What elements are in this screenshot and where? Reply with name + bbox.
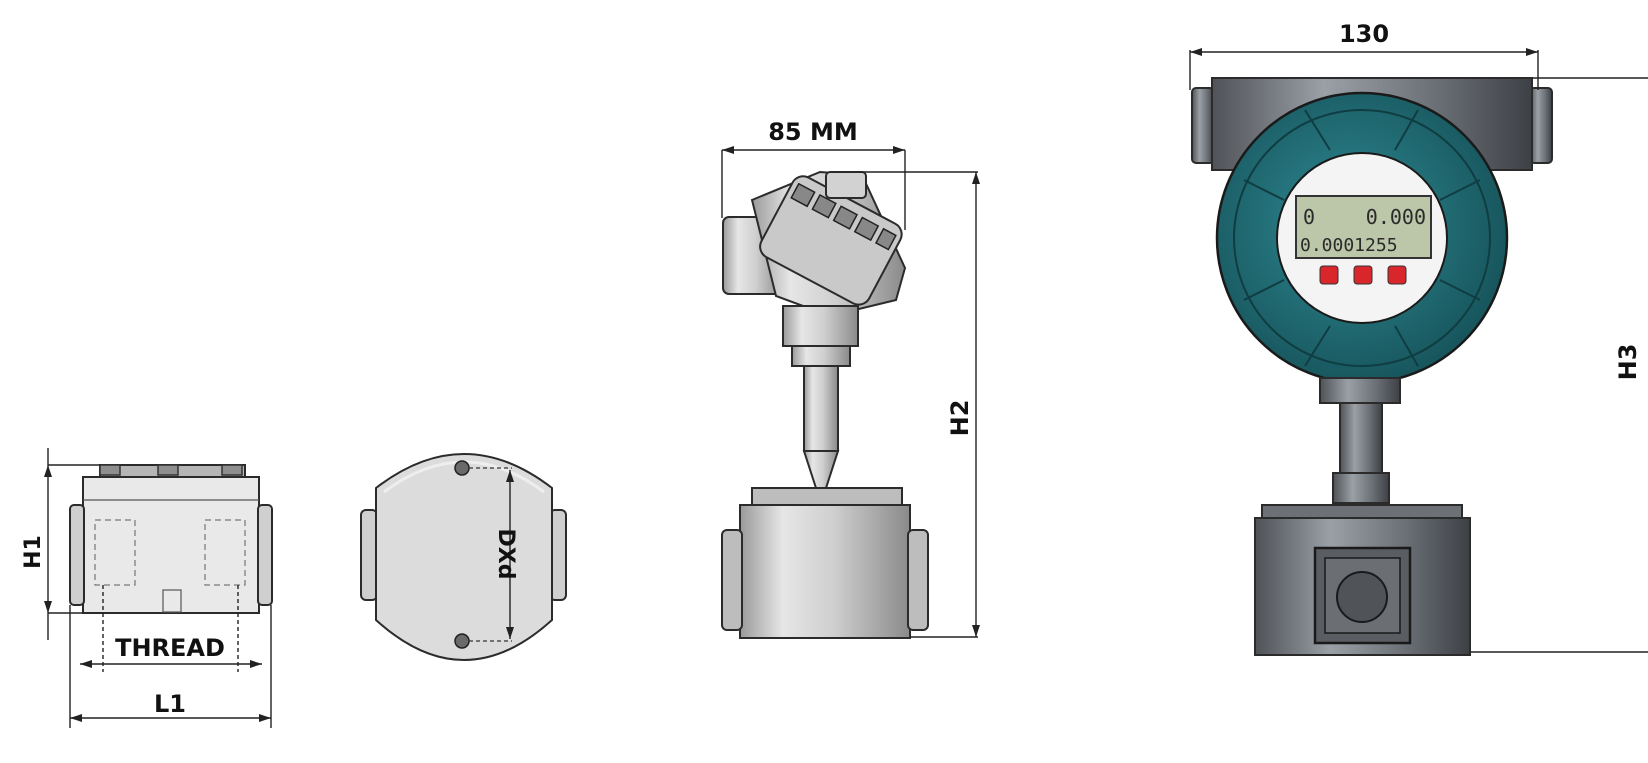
lcd-line1-left: 0 (1303, 205, 1315, 229)
display-button-right (1387, 265, 1407, 285)
width-130-label: 130 (1339, 20, 1389, 48)
side-view-body (69, 464, 273, 614)
dxd-dimension: DXd (469, 467, 518, 642)
h1-dimension: H1 (21, 448, 100, 640)
width-85-label: 85 MM (768, 118, 858, 146)
end-view-body (360, 453, 567, 661)
thread-dimension: THREAD (80, 585, 262, 672)
h2-label: H2 (946, 400, 974, 437)
width-130-dimension: 130 (1189, 20, 1539, 90)
h3-label: H3 (1614, 344, 1642, 381)
h2-dimension: H2 (860, 171, 980, 638)
width-85-dimension: 85 MM (721, 118, 906, 230)
lcd-line1-right: 0.000 (1366, 205, 1426, 229)
thread-label: THREAD (115, 634, 225, 662)
lcd-display (1295, 195, 1432, 259)
transmitter-view: 0 0.000 0.0001255 (1191, 77, 1553, 656)
probe-view (721, 170, 929, 639)
h3-dimension: H3 (1470, 77, 1648, 653)
dxd-label: DXd (493, 529, 518, 580)
lcd-line2: 0.0001255 (1300, 235, 1398, 256)
display-button-left (1319, 265, 1339, 285)
display-button-middle (1353, 265, 1373, 285)
l1-label: L1 (154, 690, 186, 718)
l1-dimension: L1 (69, 605, 272, 728)
h1-label: H1 (21, 535, 46, 569)
